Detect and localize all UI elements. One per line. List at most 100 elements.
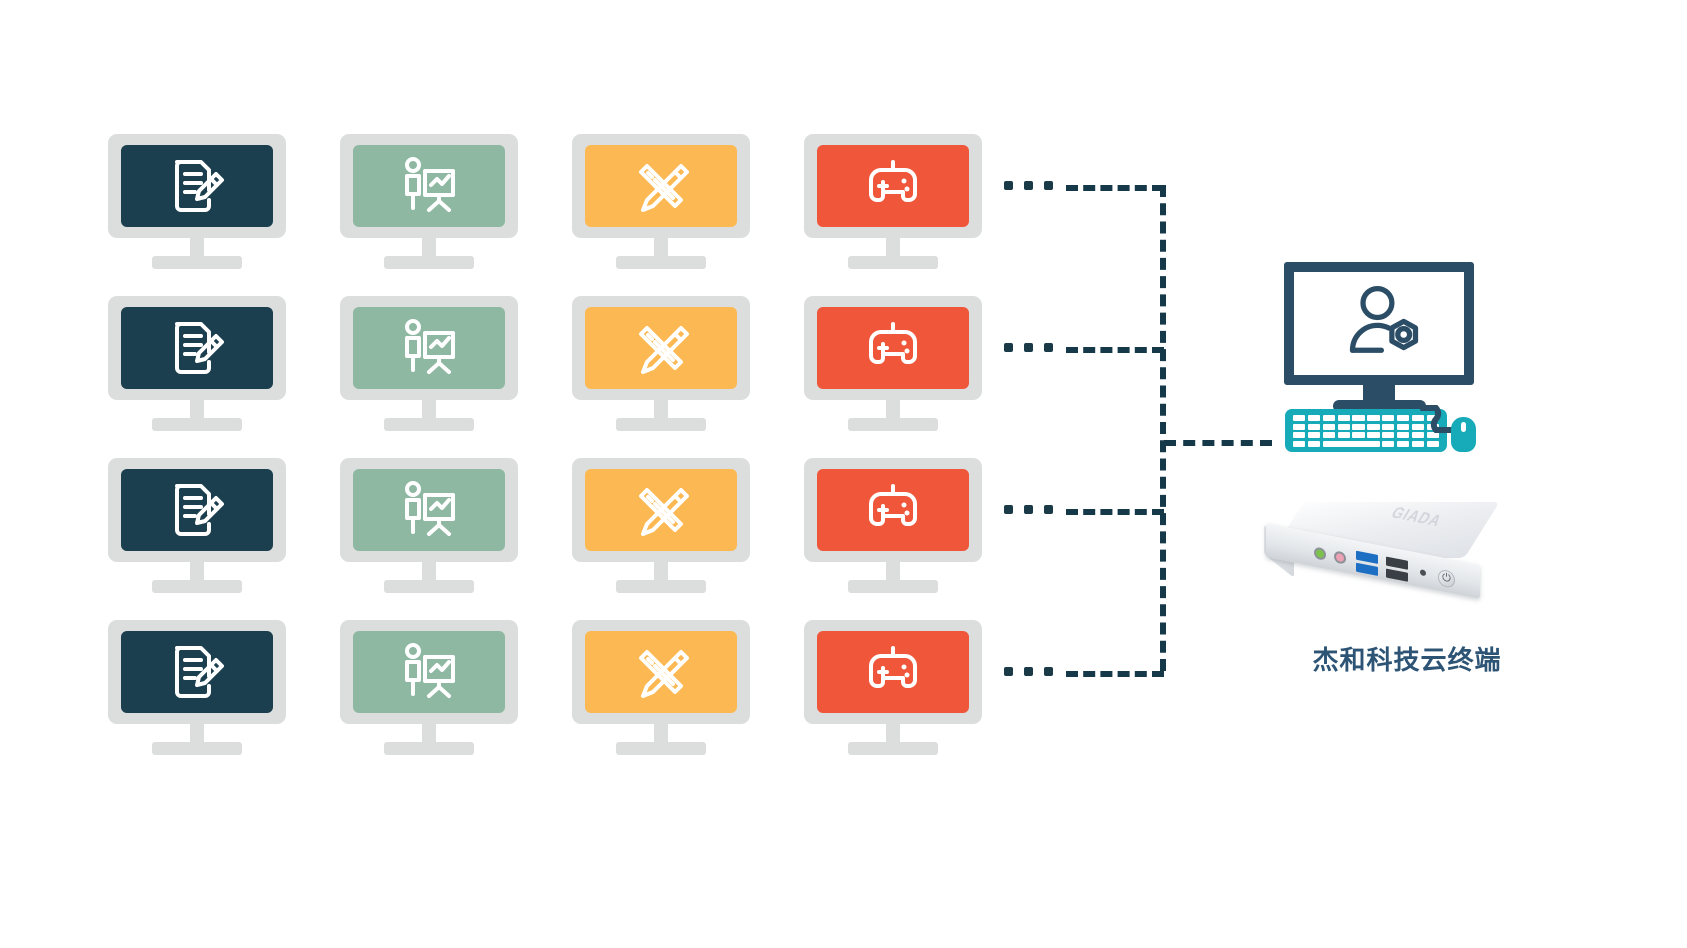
gamepad-icon (869, 484, 917, 526)
usb2-port-lower (1386, 568, 1408, 582)
client-monitor-design-row1[interactable] (572, 134, 750, 269)
server-monitor-neck (1363, 385, 1395, 404)
monitor-screen (817, 469, 969, 551)
monitor-base (616, 580, 706, 593)
monitor-bezel (108, 296, 286, 400)
row-ellipsis (1004, 181, 1053, 190)
client-monitor-gaming-row4[interactable] (804, 620, 982, 755)
monitor-bezel (804, 620, 982, 724)
document-edit-icon (175, 160, 224, 212)
client-monitor-design-row4[interactable] (572, 620, 750, 755)
monitor-bezel (108, 458, 286, 562)
presentation-icon (405, 481, 455, 536)
monitor-screen (585, 145, 737, 227)
monitor-bezel (804, 296, 982, 400)
connector-branch-row3 (1066, 509, 1164, 515)
monitor-bezel (340, 134, 518, 238)
document-edit-icon (175, 646, 224, 698)
client-monitor-presentation-row2[interactable] (340, 296, 518, 431)
monitor-neck (886, 238, 900, 260)
monitor-base (384, 418, 474, 431)
mini-pc-device[interactable]: GIADA⏻ (1262, 500, 1502, 610)
row-ellipsis (1004, 667, 1053, 676)
usb3-port-lower (1356, 562, 1378, 576)
monitor-base (616, 256, 706, 269)
audio-out-jack (1314, 546, 1326, 561)
client-monitor-document-row1[interactable] (108, 134, 286, 269)
keyboard-icon[interactable] (1285, 409, 1447, 452)
monitor-bezel (572, 620, 750, 724)
power-button[interactable]: ⏻ (1438, 568, 1455, 589)
ruler-pencil-icon (639, 650, 689, 698)
presentation-icon (405, 157, 455, 212)
client-monitor-document-row4[interactable] (108, 620, 286, 755)
gamepad-icon (869, 160, 917, 202)
monitor-bezel (340, 620, 518, 724)
client-monitor-design-row3[interactable] (572, 458, 750, 593)
connector-branch-row2 (1066, 347, 1164, 353)
monitor-neck (190, 400, 204, 422)
monitor-bezel (572, 134, 750, 238)
gamepad-icon (869, 322, 917, 364)
monitor-base (848, 580, 938, 593)
monitor-base (152, 256, 242, 269)
monitor-neck (654, 400, 668, 422)
monitor-neck (654, 562, 668, 584)
client-monitor-presentation-row3[interactable] (340, 458, 518, 593)
ruler-pencil-icon (639, 164, 689, 212)
monitor-bezel (572, 296, 750, 400)
monitor-base (152, 580, 242, 593)
monitor-neck (190, 562, 204, 584)
monitor-base (616, 418, 706, 431)
monitor-base (152, 418, 242, 431)
monitor-screen (817, 145, 969, 227)
client-monitor-document-row3[interactable] (108, 458, 286, 593)
document-edit-icon (175, 322, 224, 374)
monitor-neck (190, 724, 204, 746)
keyboard-keys (1293, 415, 1439, 447)
monitor-screen (585, 631, 737, 713)
monitor-screen (121, 469, 273, 551)
mouse-cable (1419, 404, 1464, 434)
monitor-bezel (804, 134, 982, 238)
monitor-neck (422, 724, 436, 746)
client-monitor-presentation-row4[interactable] (340, 620, 518, 755)
client-monitor-document-row2[interactable] (108, 296, 286, 431)
monitor-screen (353, 469, 505, 551)
usb2-port-upper (1386, 556, 1408, 570)
client-monitor-design-row2[interactable] (572, 296, 750, 431)
monitor-screen (817, 631, 969, 713)
client-monitor-gaming-row2[interactable] (804, 296, 982, 431)
monitor-base (848, 742, 938, 755)
monitor-base (384, 742, 474, 755)
monitor-neck (886, 562, 900, 584)
monitor-screen (353, 145, 505, 227)
monitor-base (848, 418, 938, 431)
usb3-port-upper (1356, 550, 1378, 564)
monitor-screen (817, 307, 969, 389)
server-workstation[interactable] (1284, 262, 1474, 462)
monitor-screen (121, 631, 273, 713)
monitor-bezel (340, 296, 518, 400)
client-monitor-gaming-row3[interactable] (804, 458, 982, 593)
monitor-bezel (108, 134, 286, 238)
monitor-screen (585, 307, 737, 389)
mouse-icon[interactable] (1451, 417, 1476, 452)
monitor-neck (886, 400, 900, 422)
mini-pc-caption: 杰和科技云终端 (1312, 645, 1502, 675)
connector-branch-row4 (1066, 671, 1164, 677)
ruler-pencil-icon (639, 488, 689, 536)
presentation-icon (405, 319, 455, 374)
monitor-neck (654, 238, 668, 260)
monitor-bezel (572, 458, 750, 562)
row-ellipsis (1004, 505, 1053, 514)
monitor-neck (422, 562, 436, 584)
row-ellipsis (1004, 343, 1053, 352)
client-monitor-gaming-row1[interactable] (804, 134, 982, 269)
client-monitor-presentation-row1[interactable] (340, 134, 518, 269)
dc-jack (1420, 569, 1426, 577)
monitor-screen (121, 145, 273, 227)
monitor-neck (886, 724, 900, 746)
monitor-neck (190, 238, 204, 260)
monitor-base (848, 256, 938, 269)
